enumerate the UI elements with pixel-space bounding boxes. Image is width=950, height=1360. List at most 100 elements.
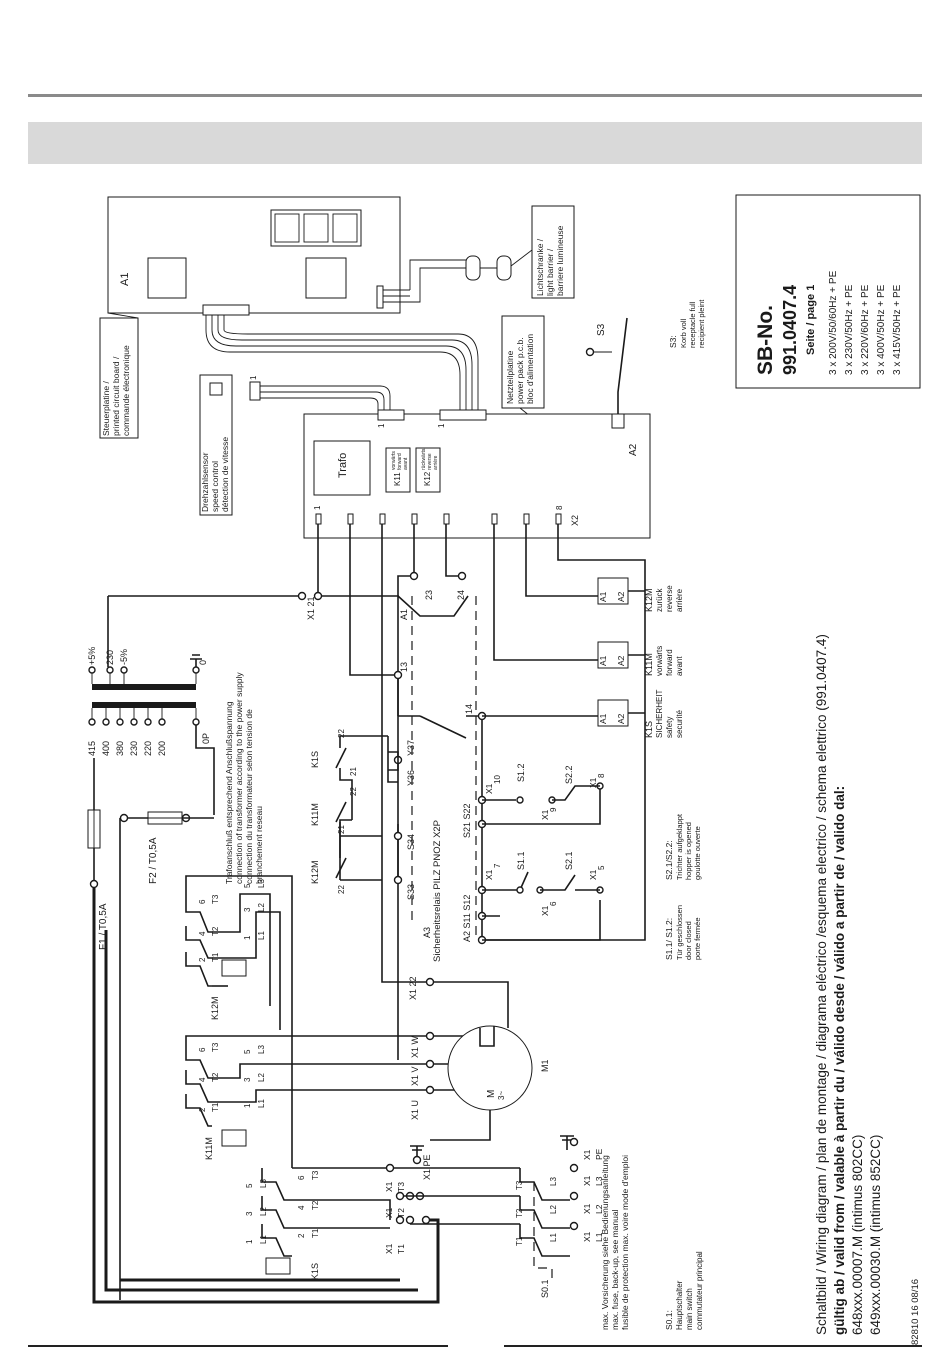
k12m-t2: T2 [211,926,220,936]
x1-t3-b: T3 [396,1182,406,1192]
k1s-n4: 4 [297,1205,306,1210]
trafo-note-4: branchement reseau [254,806,264,884]
motor-label: M [486,1090,497,1098]
x1-t1-b: T1 [396,1244,406,1254]
s34-label: S34 [406,834,416,850]
legend-s3-1: S3: [668,335,678,348]
k1s-t3: T3 [311,1170,320,1180]
k12m-coil-sub-1: zurück [655,587,664,612]
k12-pcb-relay [415,447,441,493]
a2-s11-s12-label: A2 S11 S12 [462,895,472,942]
k12m-n5: 5 [243,883,252,888]
legend-s1-2: Tür geschlossen [675,905,684,960]
sb-page: Seite / page 1 [805,285,817,355]
lichtschranke-label-2: light barrier / [545,248,555,296]
sec-plus5: +5% [87,647,97,665]
a1-label: A1 [119,273,131,286]
k12m-t3: T3 [211,894,220,904]
legend-s0-4: commutateur principal [695,1251,704,1330]
k12-box-sub-2: reverse [427,453,433,470]
x1-22-label: X1 22 [408,976,418,1000]
s0-l3: L3 [549,1177,558,1186]
s21-s22-label: S21 S22 [462,803,472,838]
n8: 8 [597,773,606,778]
x1-t2-a: X1 [384,1207,394,1218]
x1-s11: X1 [484,869,494,880]
k11-box-sub-2: forward [397,453,403,470]
k12m-l3: L3 [257,879,266,888]
legend-s2-3: hopper is opened [684,822,693,880]
lichtschranke-label-3: barriere lumineuse [555,225,565,296]
footer-model-2: 649xxx.00030.M (intimus 852CC) [868,1135,883,1335]
k11m-coil-symbol [221,1129,247,1147]
s0-1-label: S0.1 [540,1279,550,1298]
k1s-coil-sub-1: SICHERHEIT [655,689,664,738]
k1s-a1: A1 [598,713,608,724]
x2-first: 1 [313,505,322,510]
k12m-a1: A1 [598,591,608,602]
sec-minus5: -5% [119,649,129,665]
steuerplatine-label-1: Steuerplatine / [101,381,111,436]
sb-voltage-2: 3 x 230V/50Hz + PE [844,284,855,375]
n5: 5 [597,865,606,870]
s3-connector [611,413,625,429]
k1s-coil-label: K1S [644,721,654,738]
term-14: 14 [464,704,474,714]
pri-0p: 0P [201,733,211,744]
coil-k1s [597,699,629,727]
s0-l1: L1 [549,1233,558,1242]
transformer-core-top [92,684,196,690]
y36-label: Y36 [406,770,416,786]
in-l1: L1 [594,1232,604,1242]
sb-number-box [735,194,921,389]
x1-21-label: X1 21 [306,596,316,620]
drehzahl-label-2: speed control [210,461,220,512]
k1s-l1: L1 [259,1235,268,1244]
sec-230: 230 [105,650,115,665]
drehzahl-label-1: Drehzahlsensor [200,452,210,512]
transformer-core-bottom [92,702,196,708]
k11m-l3: L3 [257,1045,266,1054]
x1-s12b: X1 [540,809,550,820]
trafo-note-2: connection of transformer according to t… [234,672,244,884]
s3-label: S3 [596,323,607,336]
trafo-box [313,440,371,496]
s0-l2: L2 [549,1205,558,1214]
k12m-main-contacts [185,892,212,987]
fuse-f2-label: F2 / T0,5A [148,837,159,884]
lichtschranke-label-box [531,205,575,299]
legend-s0-2: Hauptschalter [675,1280,684,1330]
k1s-coil-symbol [265,1257,291,1275]
k11-pcb-relay [385,447,411,493]
k11m-n5: 5 [243,1049,252,1054]
footer-title: Schaltbild / Wiring diagram / plan de mo… [814,634,829,1335]
n9: 9 [549,807,558,812]
k12m-main-label: K12M [210,996,220,1020]
n10: 10 [493,775,502,784]
footer-model-1: 648xxx.00007.M (intimus 802CC) [850,1135,865,1335]
legend-s1-4: porte fermée [693,917,702,960]
k12m-t1: T1 [211,952,220,962]
legend-s0-1: S0.1: [664,1310,674,1330]
k12m-coil-label: K12M [644,588,654,612]
k1s-n1: 1 [245,1239,254,1244]
k1s-n3: 3 [245,1211,254,1216]
k11m-main-contacts [185,1046,212,1127]
x1-s12: X1 [484,783,494,794]
trafo-label: Trafo [337,453,349,478]
sb-voltage-1: 3 x 200V/50/60Hz + PE [828,270,839,375]
k11m-21: 21 [337,825,346,834]
m1-label: M1 [540,1059,550,1072]
s33-label: S33 [406,884,416,900]
x1-s22: X1 [588,777,598,788]
k11m-t1: T1 [211,1102,220,1112]
k11m-t2: T2 [211,1072,220,1082]
k12m-l1: L1 [257,931,266,940]
main-switch-s0-1 [519,1168,553,1280]
footer-valid: gültig ab / valid from / valable à parti… [832,786,847,1335]
legend-s1-1: S1.1/ S1.2: [664,918,674,960]
k1s-21: 21 [349,767,358,776]
s0-t3: T3 [515,1180,524,1190]
k11m-a2: A2 [616,655,626,666]
sec-0: 0 [198,660,208,665]
